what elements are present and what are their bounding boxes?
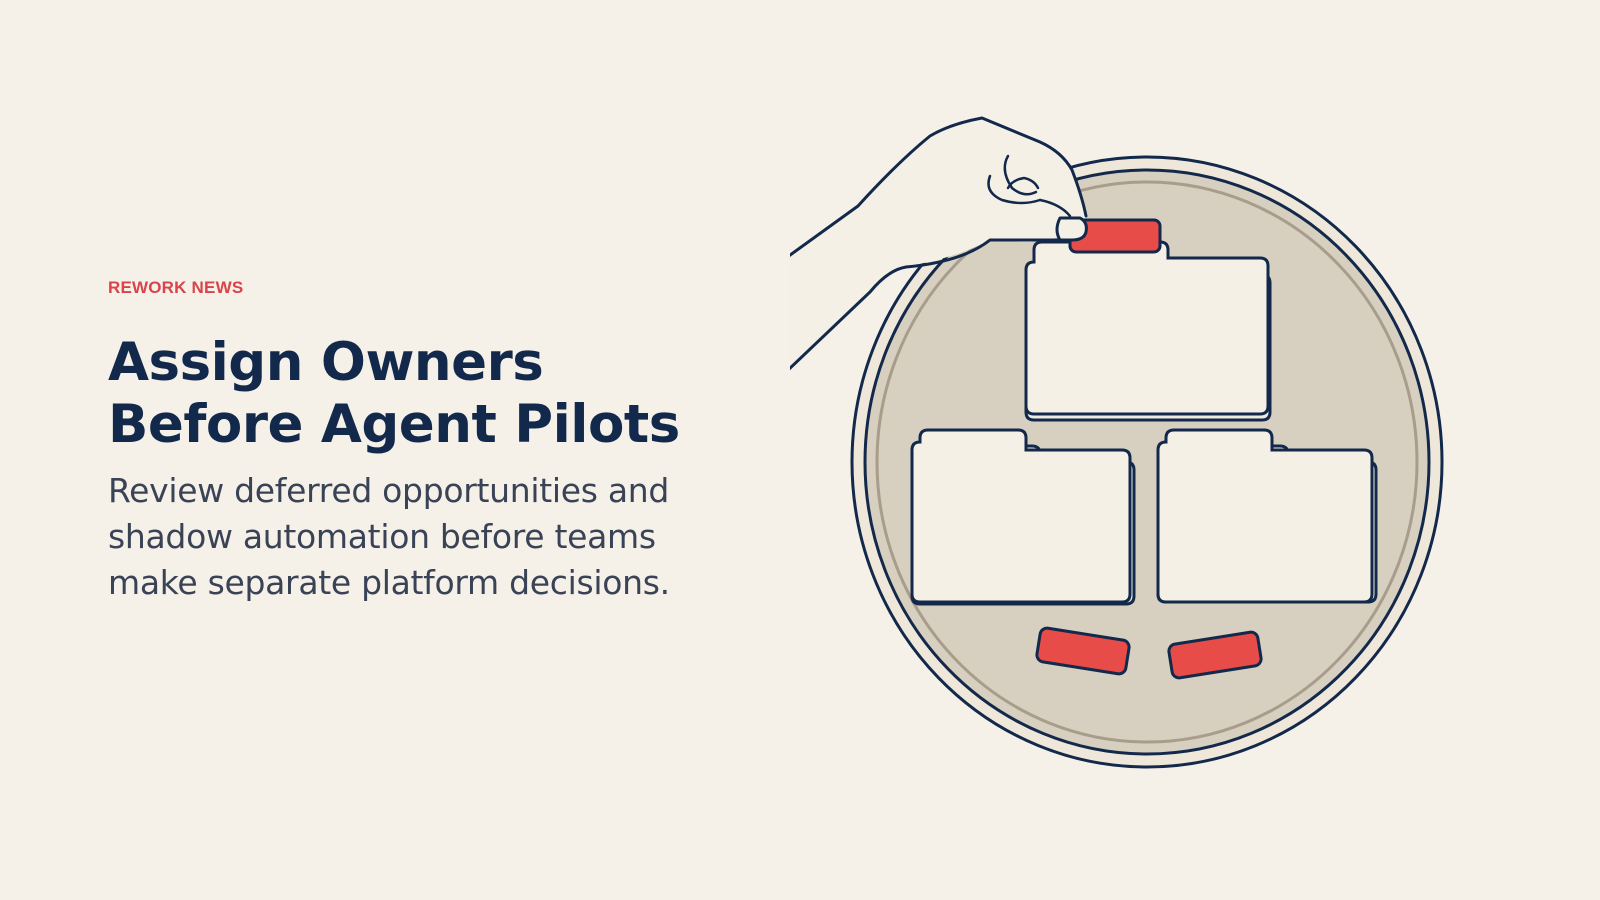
article-subtitle: Review deferred opportunities and shadow… [108, 471, 670, 602]
tag-icon [1167, 630, 1263, 680]
folder-icon [910, 428, 1136, 606]
folder-icon [1156, 428, 1378, 604]
hand-icon [790, 116, 1162, 371]
page-title: Assign Owners Before Agent Pilots [108, 332, 680, 455]
article-text: REWORK NEWS Assign Owners Before Agent P… [108, 278, 748, 606]
section-label: REWORK NEWS [108, 278, 244, 297]
plate [850, 155, 1444, 769]
folder-icon [1024, 240, 1272, 422]
illustration [790, 116, 1444, 769]
tag-icon [1035, 626, 1131, 676]
